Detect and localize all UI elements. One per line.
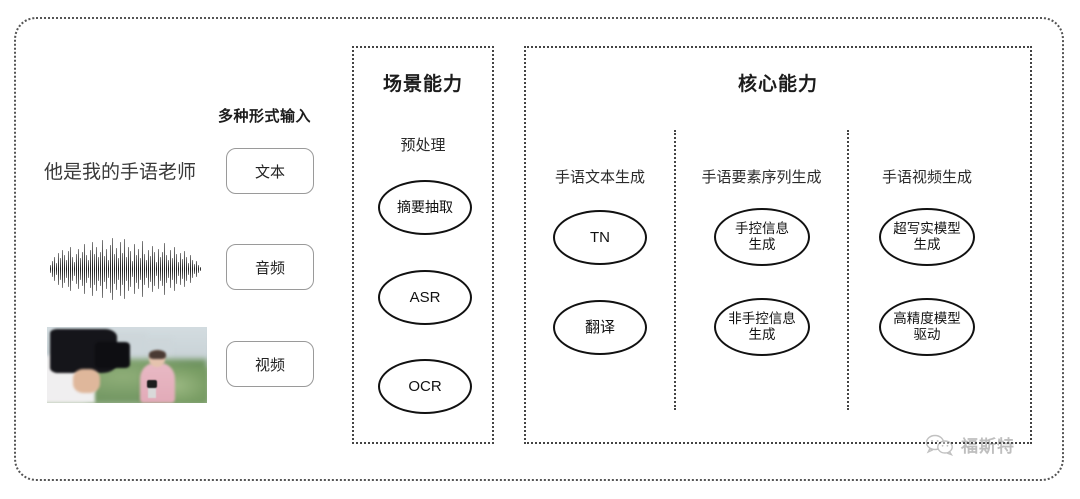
input-type-label: 音频	[254, 259, 285, 277]
scene-node-ocr[interactable]: OCR	[378, 359, 472, 414]
node-label: OCR	[408, 377, 442, 395]
input-type-label: 文本	[254, 163, 285, 181]
input-type-label: 视频	[254, 356, 285, 374]
input-type-box-text[interactable]: 文本	[226, 148, 314, 194]
outer-frame	[14, 17, 1064, 481]
video-thumbnail	[47, 327, 207, 403]
input-type-box-audio[interactable]: 音频	[226, 244, 314, 290]
core-node-nonmanual-info-generation[interactable]: 非手控信息 生成	[714, 298, 810, 356]
input-type-box-video[interactable]: 视频	[226, 341, 314, 387]
scene-panel-title: 场景能力	[382, 74, 463, 95]
node-label: 摘要抽取	[397, 199, 453, 216]
wechat-icon	[925, 434, 954, 456]
scene-node-asr[interactable]: ASR	[378, 270, 472, 325]
core-column-label-video-generation: 手语视频生成	[881, 169, 972, 186]
watermark: 福斯特	[925, 432, 1015, 457]
core-column-divider-1	[674, 130, 676, 410]
core-node-hyperrealistic-model-generation[interactable]: 超写实模型 生成	[879, 208, 975, 266]
core-capability-panel: 核心能力 手语文本生成 TN 翻译 手语要素序列生成 手控信息 生成 非手控信息…	[524, 46, 1032, 444]
node-label: 翻译	[584, 318, 615, 336]
node-label: ASR	[409, 288, 441, 306]
node-label: 超写实模型 生成	[893, 221, 961, 252]
node-label: 非手控信息 生成	[728, 311, 796, 342]
core-node-tn[interactable]: TN	[553, 210, 647, 265]
core-column-divider-2	[847, 130, 849, 410]
input-section-heading: 多种形式输入	[218, 108, 312, 125]
core-panel-title: 核心能力	[737, 74, 818, 95]
node-label: 高精度模型 驱动	[893, 311, 961, 342]
core-column-label-element-sequence: 手语要素序列生成	[701, 169, 822, 186]
core-column-label-text-generation: 手语文本生成	[554, 169, 645, 186]
input-text-sample: 他是我的手语老师	[44, 162, 197, 183]
core-node-high-precision-model-drive[interactable]: 高精度模型 驱动	[879, 298, 975, 356]
core-node-translation[interactable]: 翻译	[553, 300, 647, 355]
watermark-text: 福斯特	[961, 437, 1015, 456]
scene-node-summary-extraction[interactable]: 摘要抽取	[378, 180, 472, 235]
audio-waveform-icon	[36, 238, 216, 300]
scene-capability-panel: 场景能力 预处理 摘要抽取 ASR OCR	[352, 46, 494, 444]
node-label: TN	[590, 228, 610, 246]
scene-group-label-preprocess: 预处理	[400, 137, 446, 154]
node-label: 手控信息 生成	[735, 221, 789, 252]
core-node-manual-info-generation[interactable]: 手控信息 生成	[714, 208, 810, 266]
